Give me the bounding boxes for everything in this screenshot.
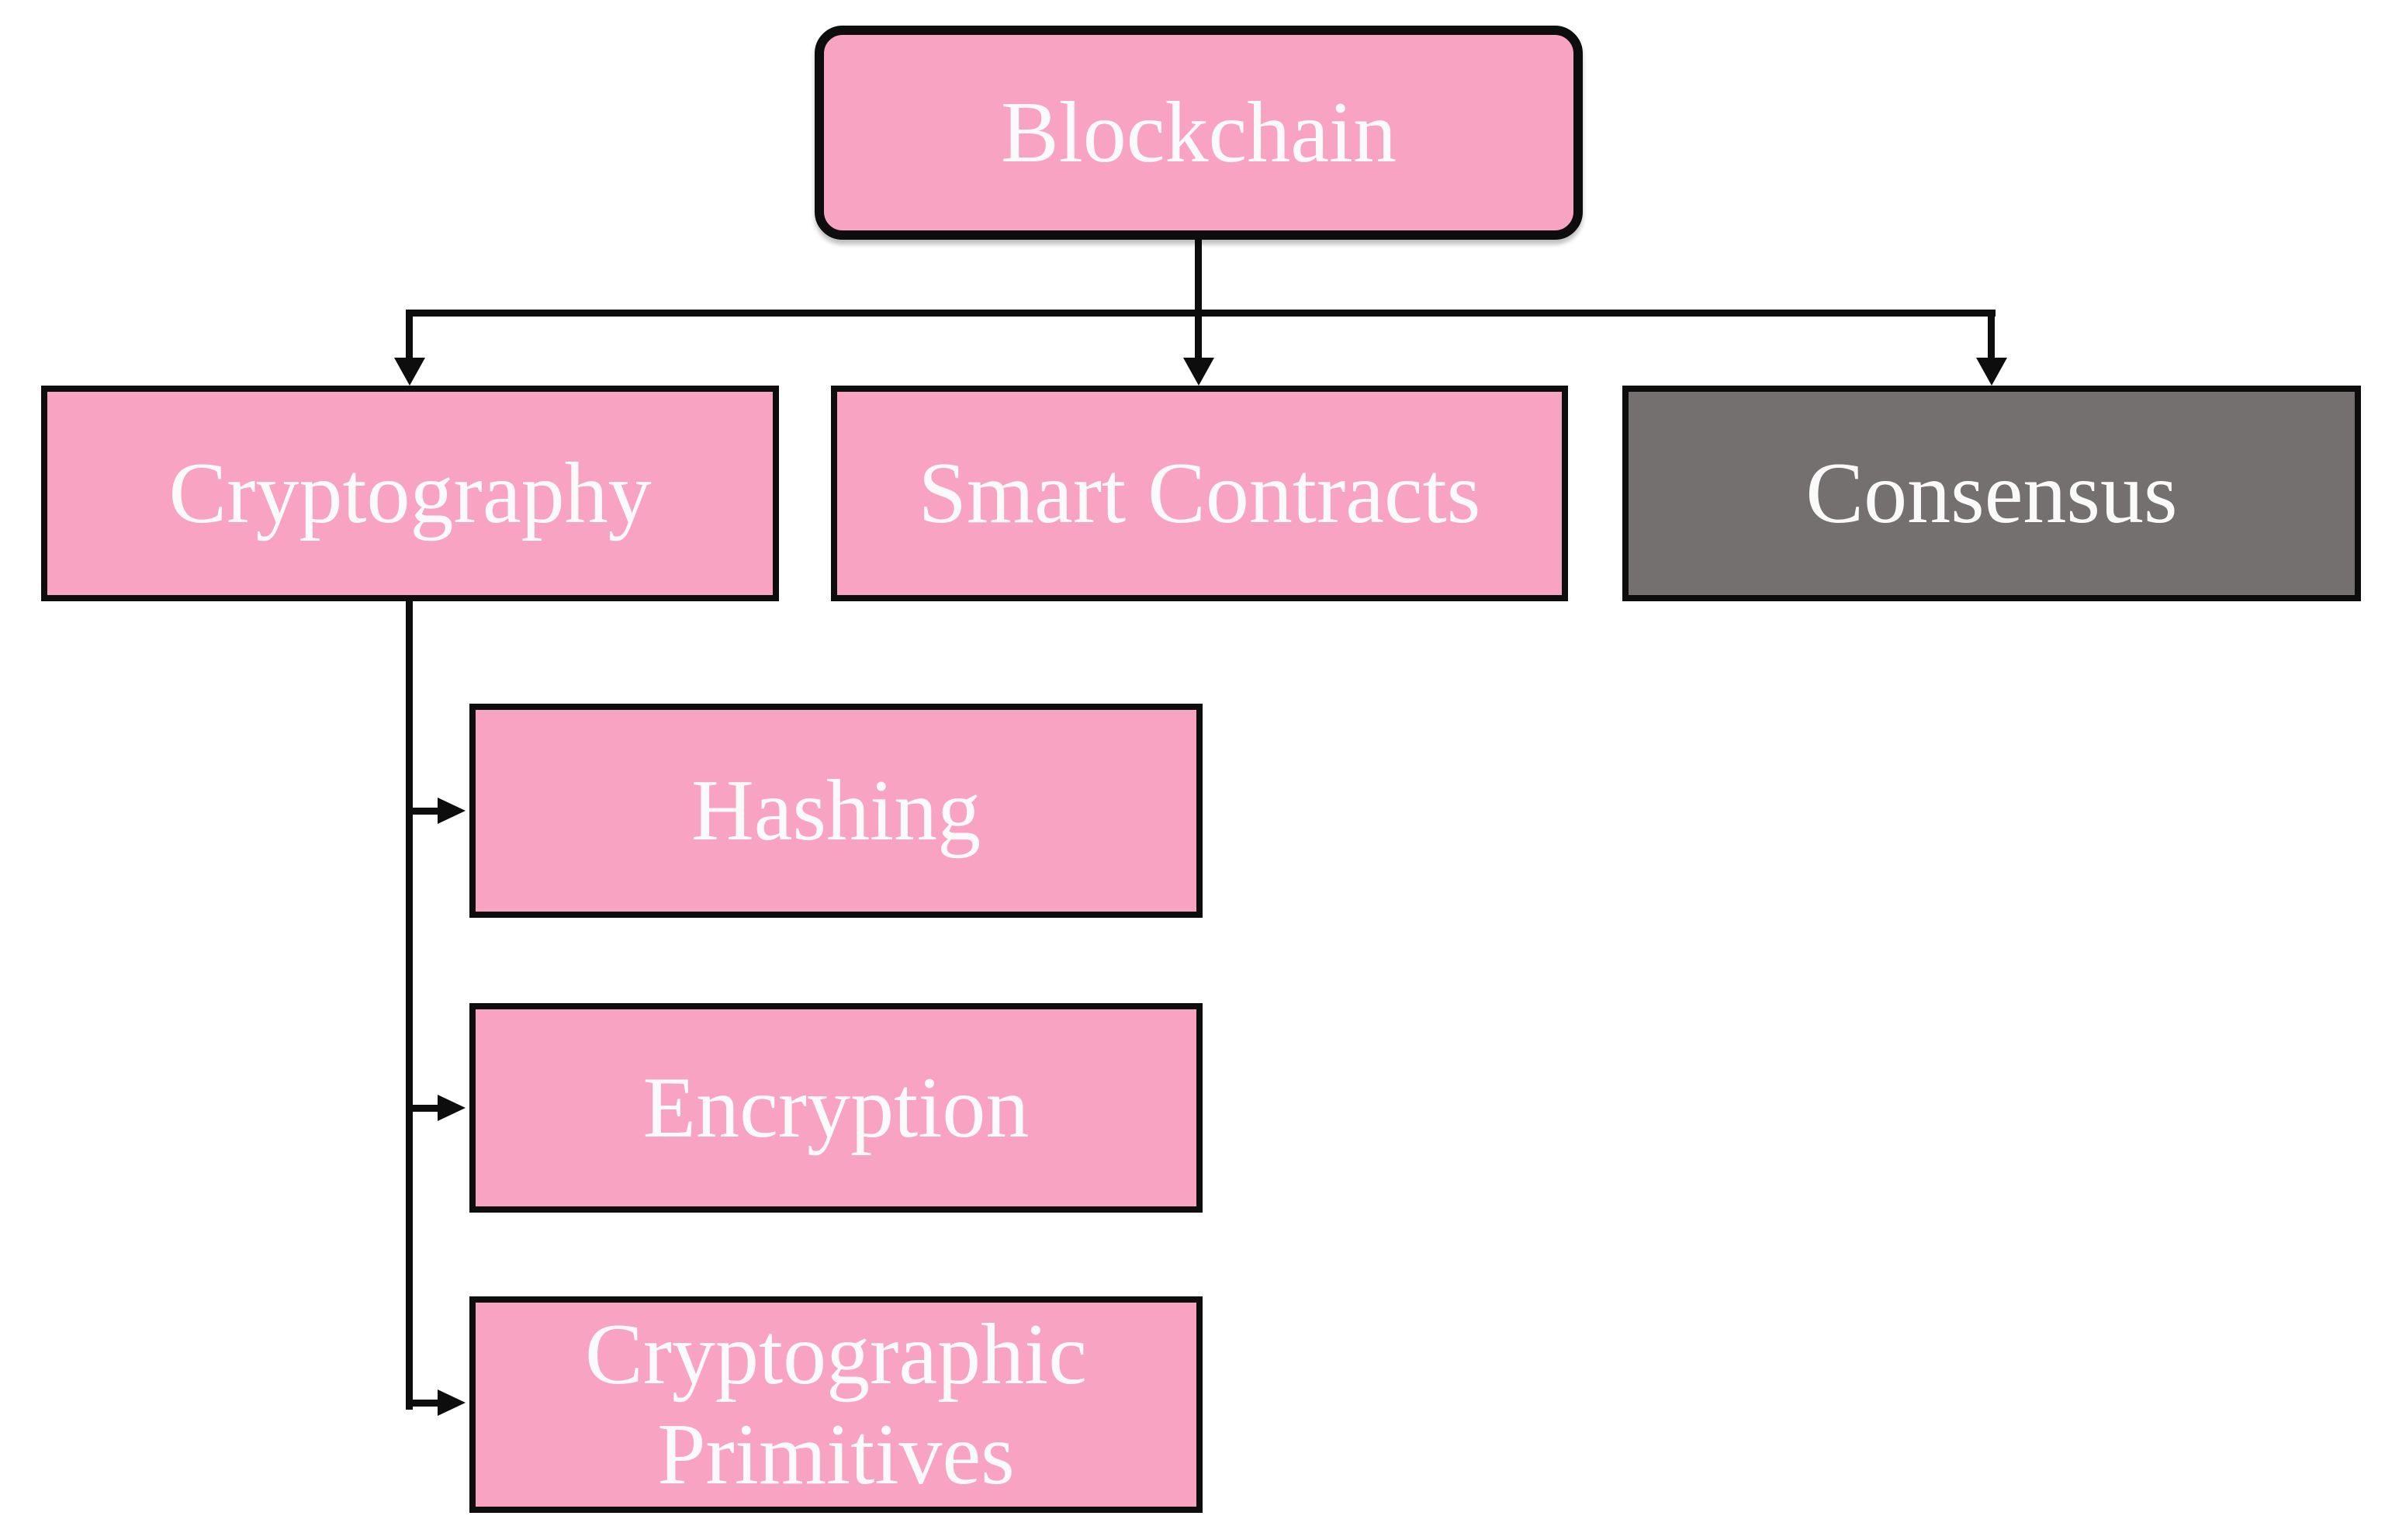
connector-elbow-hashing (406, 808, 441, 815)
arrowhead-down-icon (1183, 358, 1214, 386)
connector-elbow-cryptographic-primitives (406, 1400, 441, 1407)
node-cryptographic-primitives-label: Cryptographic Primitives (585, 1306, 1087, 1503)
arrowhead-right-icon (438, 1389, 466, 1416)
node-smart-contracts: Smart Contracts (831, 386, 1568, 601)
node-cryptographic-primitives: Cryptographic Primitives (469, 1296, 1203, 1513)
node-consensus: Consensus (1622, 386, 2361, 601)
connector-root-stem (1195, 237, 1202, 313)
node-hashing-label: Hashing (691, 762, 981, 859)
arrowhead-down-icon (394, 358, 425, 386)
node-hashing: Hashing (469, 704, 1203, 918)
connector-elbow-encryption (406, 1105, 441, 1112)
connector-drop-smart-contracts (1195, 310, 1202, 359)
connector-drop-consensus (1988, 310, 1995, 359)
node-smart-contracts-label: Smart Contracts (918, 445, 1481, 542)
arrowhead-right-icon (438, 798, 466, 824)
arrowhead-right-icon (438, 1095, 466, 1121)
arrowhead-down-icon (1976, 358, 2007, 386)
node-cryptography-label: Cryptography (168, 445, 652, 542)
node-blockchain: Blockchain (815, 26, 1583, 240)
node-encryption: Encryption (469, 1003, 1203, 1213)
connector-cryptography-trunk (406, 601, 413, 1410)
node-cryptography: Cryptography (41, 386, 779, 601)
node-blockchain-label: Blockchain (1000, 84, 1397, 181)
node-encryption-label: Encryption (642, 1059, 1030, 1156)
connector-drop-cryptography (406, 310, 413, 359)
node-consensus-label: Consensus (1805, 445, 2178, 542)
